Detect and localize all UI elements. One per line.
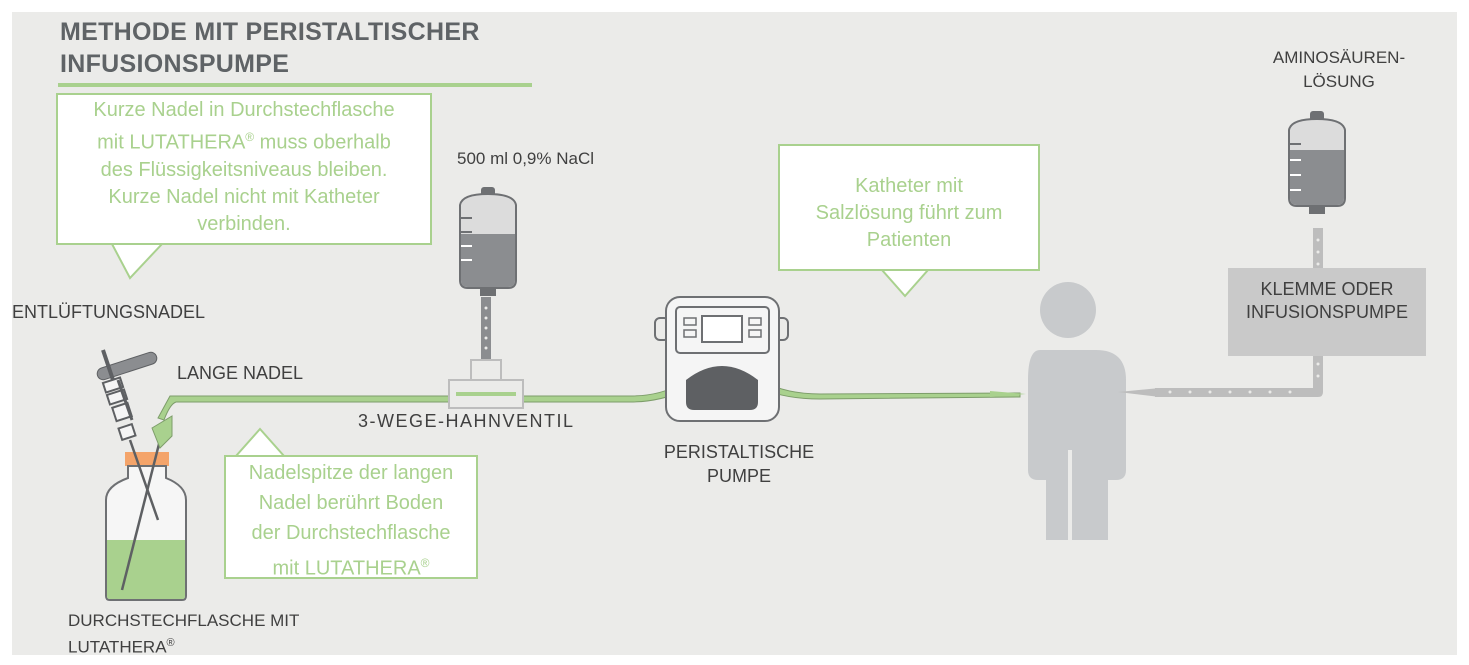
registered-mark: ® xyxy=(166,637,175,649)
pumpe-label-line-2: PUMPE xyxy=(706,466,771,486)
callout-katheter-pointer xyxy=(879,269,931,298)
callout-kurze-nadel-line-5: verbinden. xyxy=(197,212,291,235)
pumpe-label-line-1: PERISTALTISCHE xyxy=(663,442,815,462)
saline-catheter-tip xyxy=(990,391,1026,397)
entlueftungsnadel-label: ENTLÜFTUNGSNADEL xyxy=(12,302,206,322)
callout-nadelspitze-pointer xyxy=(233,427,287,457)
page-title: METHODE MIT PERISTALTISCHER INFUSIONSPUM… xyxy=(60,16,480,80)
callout-kurze-nadel-line-1: Kurze Nadel in Durchstechflasche xyxy=(93,99,395,121)
three-way-valve-icon xyxy=(448,359,524,409)
callout-nadelspitze-line-1: Nadelspitze der langen xyxy=(248,462,454,484)
clamp-line-1: KLEMME ODER xyxy=(1260,279,1394,299)
durchstechflasche-label-line-1: DURCHSTECHFLASCHE MIT xyxy=(68,611,300,630)
long-needle-icon xyxy=(120,415,173,591)
pumpe-label: PERISTALTISCHE PUMPE xyxy=(654,440,824,488)
callout-kurze-nadel-line-2: mit LUTATHERA® muss oberhalb xyxy=(58,124,430,157)
clamp-line-2: INFUSIONSPUMPE xyxy=(1245,302,1409,322)
callout-kurze-nadel-line-4: Kurze Nadel nicht mit Katheter xyxy=(108,185,380,208)
title-line-2: INFUSIONSPUMPE xyxy=(60,50,290,78)
hahnventil-label: 3-WEGE-HAHNVENTIL xyxy=(358,411,575,431)
vent-needle-icon xyxy=(96,349,160,521)
callout-nadelspitze: Nadelspitze der langen Nadel berührt Bod… xyxy=(224,455,478,580)
lange-nadel-label: LANGE NADEL xyxy=(177,363,304,383)
callout-katheter-line-1: Katheter mit xyxy=(855,175,963,197)
callout-nadelspitze-line-4-text: mit LUTATHERA xyxy=(272,557,421,580)
callout-kurze-nadel-line-2-post: muss oberhalb xyxy=(254,131,391,154)
callout-katheter-line-2: Salzlösung führt zum xyxy=(815,202,1003,224)
peristaltic-pump-icon xyxy=(654,296,789,422)
aminosaeuren-label-line-1: AMINOSÄUREN- xyxy=(1272,48,1406,67)
callout-nadelspitze-line-2: Nadel berührt Boden xyxy=(258,492,444,514)
amino-acid-bag-icon xyxy=(1288,111,1346,214)
registered-mark: ® xyxy=(245,130,255,144)
title-underline xyxy=(58,83,532,87)
amino-catheter-tip xyxy=(1118,388,1160,397)
callout-nadelspitze-line-4: mit LUTATHERA® xyxy=(226,548,476,584)
clamp-or-pump-box: KLEMME ODER INFUSIONSPUMPE xyxy=(1228,268,1426,356)
registered-mark: ® xyxy=(420,556,430,570)
callout-katheter: Katheter mit Salzlösung führt zum Patien… xyxy=(778,144,1040,271)
callout-katheter-line-3: Patienten xyxy=(866,229,952,251)
lutathera-vial-icon xyxy=(105,452,187,601)
aminosaeuren-label-line-2: LÖSUNG xyxy=(1303,72,1375,91)
durchstechflasche-label: DURCHSTECHFLASCHE MIT LUTATHERA® xyxy=(68,610,299,659)
callout-kurze-nadel: Kurze Nadel in Durchstechflasche mit LUT… xyxy=(56,93,432,245)
nacl-label: 500 ml 0,9% NaCl xyxy=(457,149,595,168)
patient-icon xyxy=(1028,282,1126,540)
callout-kurze-nadel-line-2-pre: mit LUTATHERA xyxy=(97,131,246,154)
aminosaeuren-label: AMINOSÄUREN- LÖSUNG xyxy=(1254,46,1424,94)
callout-kurze-nadel-line-3: des Flüssigkeitsniveaus bleiben. xyxy=(100,158,388,181)
durchstechflasche-label-line-2: LUTATHERA® xyxy=(68,632,299,659)
title-line-1: METHODE MIT PERISTALTISCHER xyxy=(60,18,480,46)
callout-nadelspitze-line-3: der Durchstechflasche xyxy=(251,522,451,544)
durchstechflasche-label-line-2-text: LUTATHERA xyxy=(68,637,167,657)
saline-bag-icon xyxy=(459,187,517,296)
callout-kurze-nadel-pointer xyxy=(110,243,165,280)
